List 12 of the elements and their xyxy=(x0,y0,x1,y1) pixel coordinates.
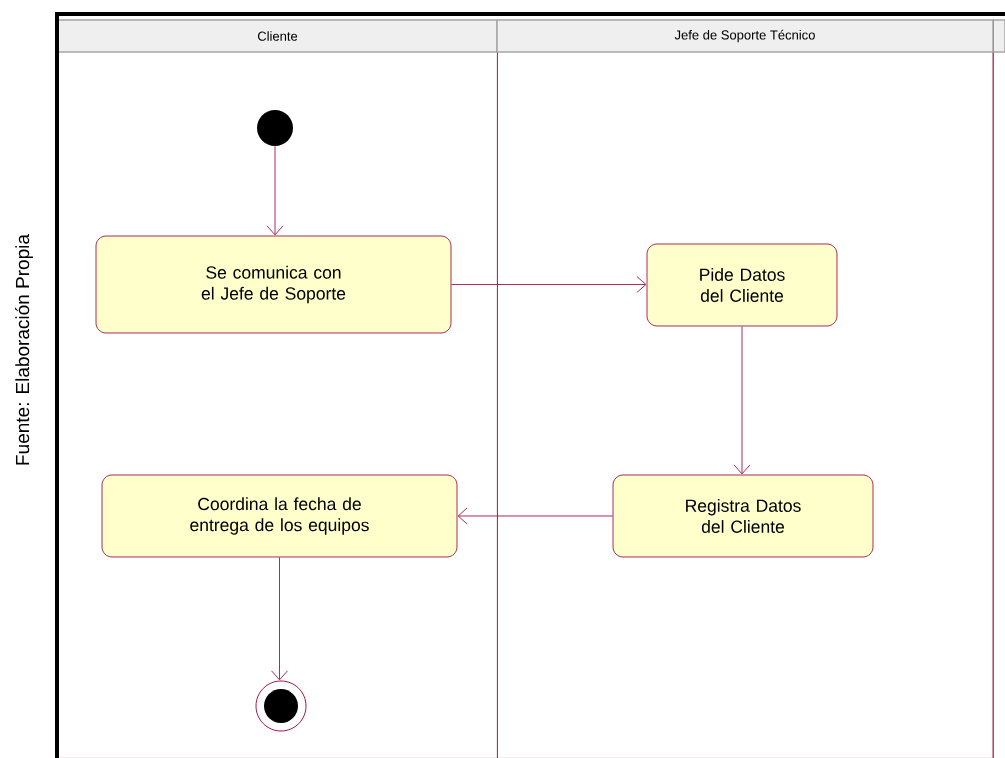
start-node xyxy=(257,110,293,146)
end-node xyxy=(255,680,307,732)
activity-box: Pide Datos del Cliente xyxy=(646,243,838,327)
source-note: Fuente: Elaboración Propia xyxy=(15,234,33,465)
activity-box: Se comunica con el Jefe de Soporte xyxy=(95,235,452,334)
activity-box: Coordina la fecha de entrega de los equipos xyxy=(101,474,458,558)
activity-box: Registra Datos del Cliente xyxy=(612,474,874,558)
arrow xyxy=(733,326,751,475)
arrow xyxy=(457,507,613,525)
arrow xyxy=(266,145,284,236)
arrow xyxy=(451,276,647,293)
arrow xyxy=(271,557,288,681)
